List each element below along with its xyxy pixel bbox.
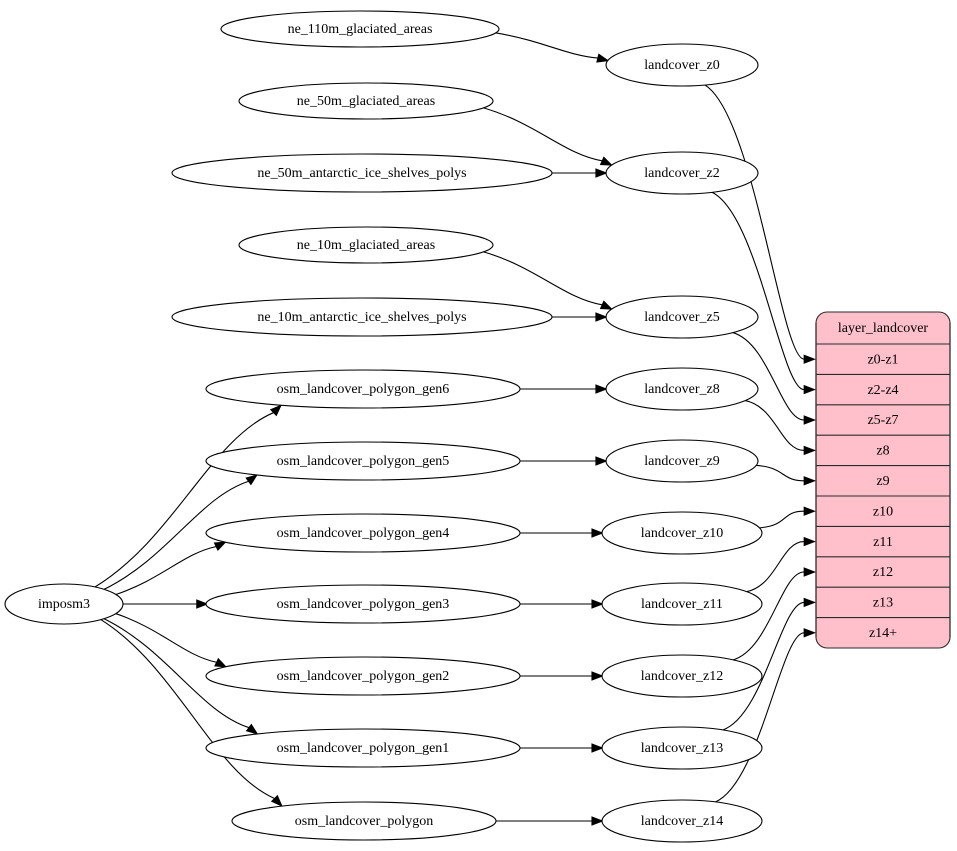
node-landcover_z12-shape [601, 654, 763, 698]
node-osm_landcover_polygon_gen3[interactable]: osm_landcover_polygon_gen3 [205, 584, 521, 624]
table-row-label: z10 [873, 504, 893, 519]
node-landcover_z8-label: landcover_z8 [644, 382, 719, 397]
table-row-label: z11 [873, 535, 893, 550]
node-osm_landcover_polygon_gen4-label: osm_landcover_polygon_gen4 [277, 526, 450, 541]
node-ne_50m_glaciated_areas-label: ne_50m_glaciated_areas [297, 94, 435, 109]
node-osm_landcover_polygon_gen3-shape [205, 584, 521, 624]
node-osm_landcover_polygon_gen4[interactable]: osm_landcover_polygon_gen4 [205, 513, 521, 553]
node-ne_50m_antarctic_ice_shelves_polys[interactable]: ne_50m_antarctic_ice_shelves_polys [171, 153, 553, 193]
node-osm_landcover_polygon_gen6-shape [205, 369, 521, 409]
node-imposm3[interactable]: imposm3 [4, 583, 124, 625]
node-osm_landcover_polygon_gen3-label: osm_landcover_polygon_gen3 [277, 597, 450, 612]
node-ne_50m_antarctic_ice_shelves_polys-label: ne_50m_antarctic_ice_shelves_polys [257, 166, 466, 181]
table-row-z11[interactable]: z11 [816, 525, 950, 550]
table-row-label: z13 [873, 596, 893, 611]
node-ne_50m_glaciated_areas[interactable]: ne_50m_glaciated_areas [238, 82, 494, 120]
node-osm_landcover_polygon_gen5-shape [205, 441, 521, 481]
node-osm_landcover_polygon_gen1[interactable]: osm_landcover_polygon_gen1 [205, 728, 521, 768]
node-ne_10m_glaciated_areas-label: ne_10m_glaciated_areas [297, 238, 435, 253]
table-row-z9[interactable]: z9 [816, 465, 950, 489]
node-osm_landcover_polygon_gen2-shape [205, 656, 521, 696]
node-ne_110m_glaciated_areas-label: ne_110m_glaciated_areas [288, 22, 433, 37]
table-row-label: z14+ [869, 626, 897, 641]
node-ne_10m_antarctic_ice_shelves_polys-label: ne_10m_antarctic_ice_shelves_polys [257, 310, 466, 325]
node-landcover_z8-shape [605, 367, 759, 411]
node-landcover_z5-shape [605, 295, 759, 339]
node-landcover_z0-shape [605, 43, 759, 87]
node-ne_10m_glaciated_areas[interactable]: ne_10m_glaciated_areas [238, 226, 494, 264]
table-row-label: z5-z7 [867, 413, 898, 428]
table-row-label: z0-z1 [867, 352, 898, 367]
node-landcover_z12[interactable]: landcover_z12 [601, 654, 763, 698]
node-osm_landcover_polygon[interactable]: osm_landcover_polygon [231, 801, 497, 841]
table-row-label: z2-z4 [867, 383, 898, 398]
nodes-layer: imposm3 ne_110m_glaciated_areas ne_50m_gla… [4, 10, 763, 843]
node-ne_50m_antarctic_ice_shelves_polys-shape [171, 153, 553, 193]
node-osm_landcover_polygon_gen1-label: osm_landcover_polygon_gen1 [277, 741, 450, 756]
node-landcover_z13-label: landcover_z13 [641, 741, 723, 756]
node-landcover_z11-shape [601, 582, 763, 626]
table-row-z5-z7[interactable]: z5-z7 [816, 404, 950, 428]
node-landcover_z10-label: landcover_z10 [641, 526, 723, 541]
table-row-z12[interactable]: z12 [816, 556, 950, 580]
node-landcover_z5[interactable]: landcover_z5 [605, 295, 759, 339]
node-landcover_z10-shape [601, 511, 763, 555]
layer-landcover-table: layer_landcover z0-z1 z2-z4 z5-z7 z8 z9 z10 z11… [815, 311, 951, 649]
node-imposm3-shape [4, 583, 124, 625]
table-row-label: z12 [873, 565, 893, 580]
node-osm_landcover_polygon-shape [231, 801, 497, 841]
node-ne_110m_glaciated_areas[interactable]: ne_110m_glaciated_areas [220, 10, 500, 48]
table-row-z14+[interactable]: z14+ [816, 617, 950, 641]
node-osm_landcover_polygon-label: osm_landcover_polygon [295, 814, 433, 829]
node-osm_landcover_polygon_gen4-shape [205, 513, 521, 553]
node-landcover_z2-shape [605, 151, 759, 195]
node-osm_landcover_polygon_gen6-label: osm_landcover_polygon_gen6 [277, 382, 450, 397]
node-landcover_z0-label: landcover_z0 [644, 58, 719, 73]
node-ne_10m_antarctic_ice_shelves_polys-shape [171, 297, 553, 337]
table-header-label: layer_landcover [838, 321, 929, 336]
node-osm_landcover_polygon_gen1-shape [205, 728, 521, 768]
node-osm_landcover_polygon_gen2[interactable]: osm_landcover_polygon_gen2 [205, 656, 521, 696]
node-osm_landcover_polygon_gen5[interactable]: osm_landcover_polygon_gen5 [205, 441, 521, 481]
node-landcover_z0[interactable]: landcover_z0 [605, 43, 759, 87]
node-ne_10m_antarctic_ice_shelves_polys[interactable]: ne_10m_antarctic_ice_shelves_polys [171, 297, 553, 337]
node-landcover_z13[interactable]: landcover_z13 [601, 726, 763, 770]
node-osm_landcover_polygon_gen5-label: osm_landcover_polygon_gen5 [277, 454, 450, 469]
node-landcover_z5-label: landcover_z5 [644, 310, 719, 325]
node-ne_110m_glaciated_areas-shape [220, 10, 500, 48]
table-row-z10[interactable]: z10 [816, 495, 950, 519]
node-ne_50m_glaciated_areas-shape [238, 82, 494, 120]
table-row-label: z9 [876, 474, 889, 489]
node-landcover_z11-label: landcover_z11 [641, 597, 723, 612]
node-landcover_z14-shape [601, 799, 763, 843]
node-landcover_z9-label: landcover_z9 [644, 454, 719, 469]
node-landcover_z14[interactable]: landcover_z14 [601, 799, 763, 843]
node-ne_10m_glaciated_areas-shape [238, 226, 494, 264]
table-row-z0-z1[interactable]: z0-z1 [816, 343, 950, 367]
node-landcover_z13-shape [601, 726, 763, 770]
table-row-z2-z4[interactable]: z2-z4 [816, 373, 950, 398]
node-landcover_z2[interactable]: landcover_z2 [605, 151, 759, 195]
table-row-label: z8 [876, 444, 889, 459]
node-landcover_z2-label: landcover_z2 [644, 166, 719, 181]
edges-layer [94, 32, 816, 826]
node-landcover_z10[interactable]: landcover_z10 [601, 511, 763, 555]
node-osm_landcover_polygon_gen6[interactable]: osm_landcover_polygon_gen6 [205, 369, 521, 409]
node-landcover_z14-label: landcover_z14 [641, 814, 723, 829]
node-landcover_z11[interactable]: landcover_z11 [601, 582, 763, 626]
node-imposm3-label: imposm3 [38, 597, 90, 612]
node-landcover_z8[interactable]: landcover_z8 [605, 367, 759, 411]
node-landcover_z9-shape [605, 439, 759, 483]
table-row-z13[interactable]: z13 [816, 586, 950, 611]
node-landcover_z9[interactable]: landcover_z9 [605, 439, 759, 483]
node-osm_landcover_polygon_gen2-label: osm_landcover_polygon_gen2 [277, 669, 450, 684]
node-landcover_z12-label: landcover_z12 [641, 669, 723, 684]
table-row-z8[interactable]: z8 [816, 434, 950, 459]
